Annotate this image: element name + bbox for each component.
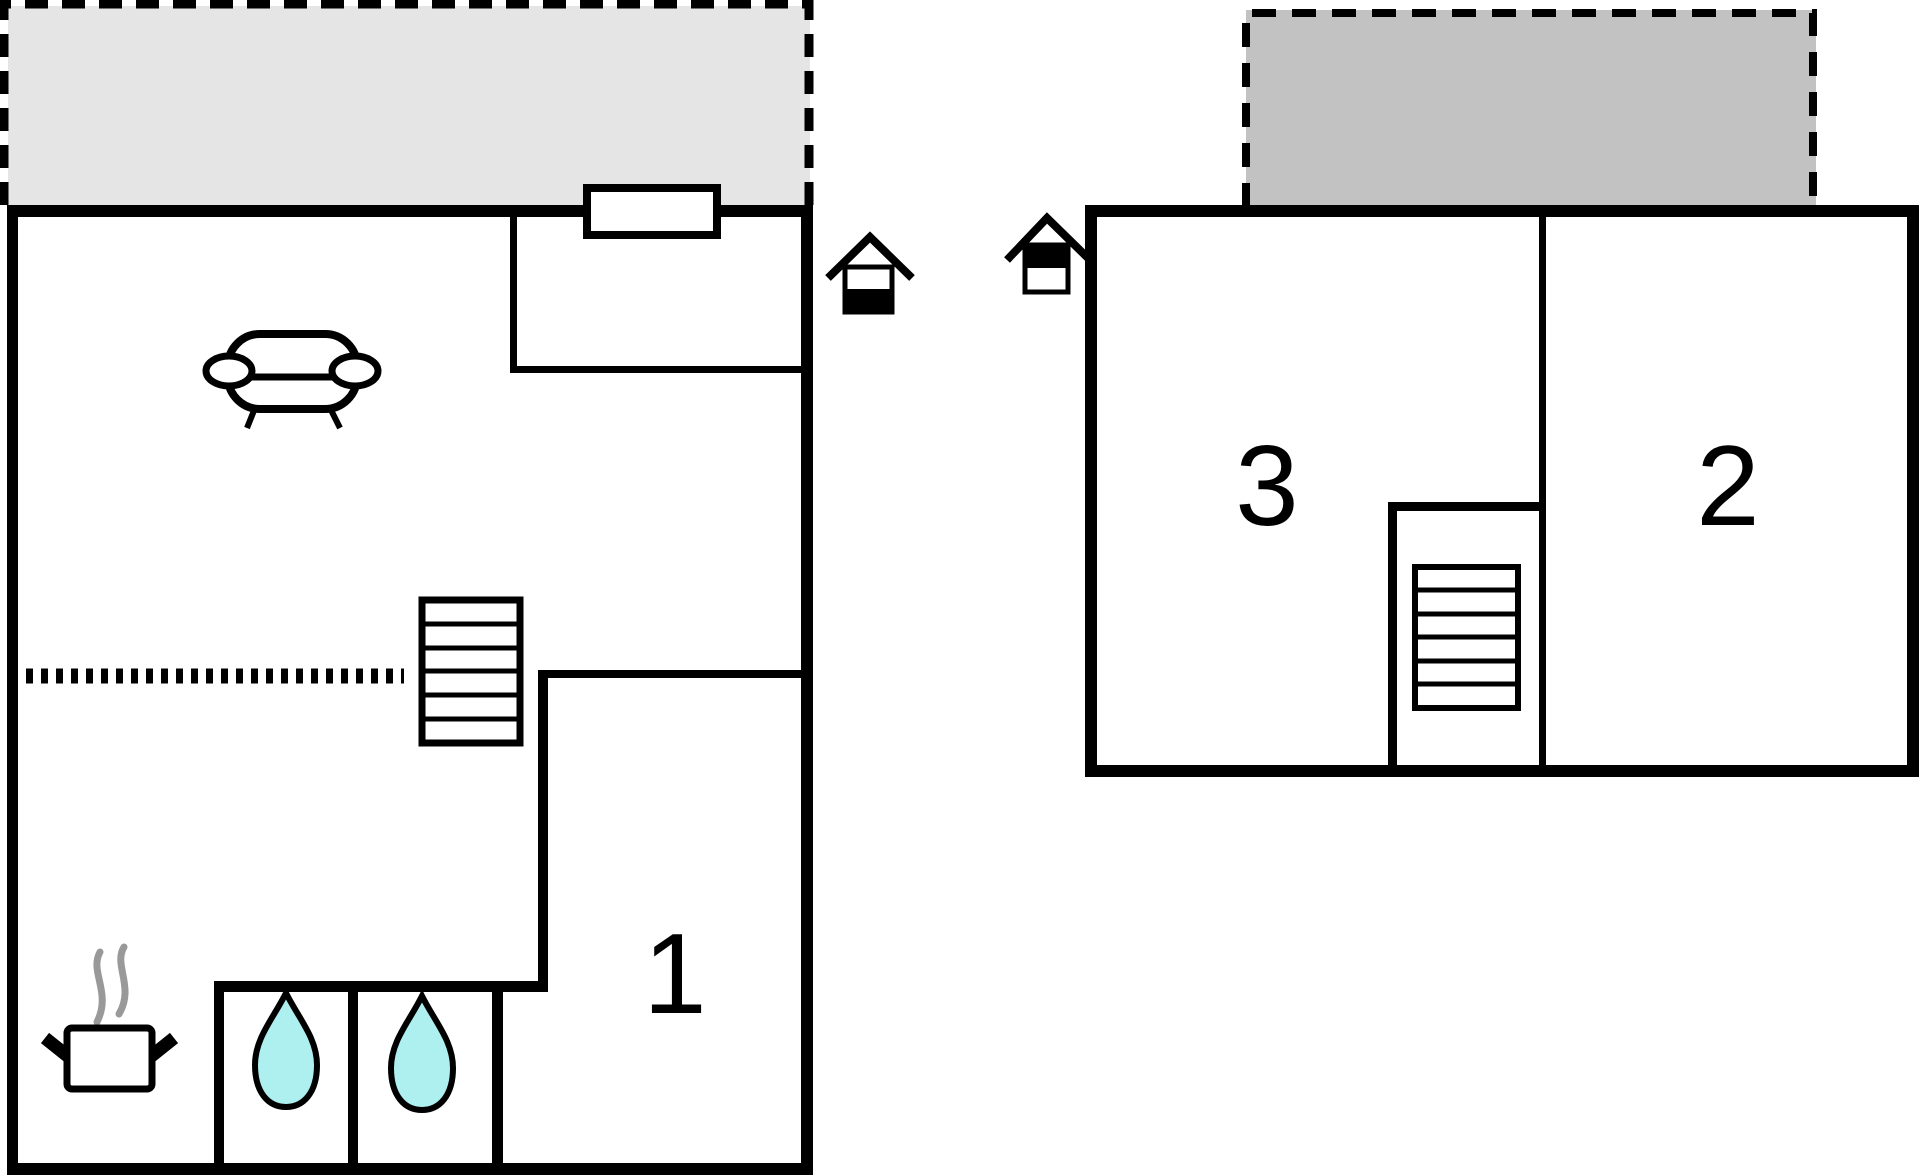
- room1-top-wall: [543, 670, 801, 678]
- house-roof: [1004, 212, 1093, 263]
- steam-line: [93, 948, 106, 1026]
- ground-terrace-dashed-border: [0, 0, 814, 205]
- house-level-icon-upper: [1004, 212, 1093, 295]
- sofa-icon: [202, 330, 382, 430]
- sofa-leg-right: [327, 406, 343, 430]
- room1-left-wall: [538, 670, 548, 992]
- room-label-2: 2: [1696, 423, 1759, 550]
- bath-wall-right: [492, 985, 503, 1163]
- upper-staircase: [1412, 564, 1521, 711]
- bath-wall-left: [214, 985, 224, 1163]
- upper-top-wall: [1085, 205, 1919, 217]
- ground-left-wall: [7, 205, 18, 1175]
- room-label-3: 3: [1235, 423, 1298, 550]
- upper-terrace-dashed-border: [1242, 9, 1817, 207]
- entry-room-left-wall: [510, 217, 517, 373]
- upper-left-wall: [1085, 205, 1097, 777]
- stair-enclosure-top-wall: [1388, 502, 1546, 511]
- house-level-icon-ground: [825, 231, 915, 315]
- ground-right-wall: [801, 205, 813, 1175]
- ground-terrace-area: [8, 6, 810, 205]
- water-drop-icon: [387, 989, 457, 1114]
- room-label-1: 1: [643, 911, 706, 1038]
- upper-right-wall: [1907, 205, 1919, 777]
- sofa-arm-left: [202, 352, 256, 390]
- ground-bottom-wall: [7, 1163, 813, 1175]
- ground-staircase: [418, 596, 524, 747]
- steam-line: [115, 943, 129, 1018]
- water-drop-icon: [251, 986, 321, 1111]
- sofa-arm-right: [328, 352, 382, 390]
- bath-top-wall: [214, 981, 548, 992]
- pot-body: [63, 1024, 156, 1093]
- room-divider-wall: [1539, 217, 1546, 765]
- house-roof: [825, 231, 915, 281]
- stair-enclosure-left-wall: [1388, 502, 1397, 765]
- upper-bottom-wall: [1085, 765, 1919, 777]
- hotplate-icon: [40, 943, 179, 1093]
- sofa-leg-left: [244, 406, 258, 430]
- entry-room-bottom-wall: [510, 366, 801, 373]
- window: [583, 184, 721, 239]
- bath-wall-middle: [348, 985, 358, 1163]
- upper-terrace-area: [1246, 10, 1816, 207]
- ground-floor-plan: 1: [0, 0, 814, 1175]
- upper-floor-plan: 3 2: [1085, 9, 1919, 777]
- house-filled-top-half: [1025, 245, 1068, 268]
- house-filled-bottom-half: [845, 289, 892, 312]
